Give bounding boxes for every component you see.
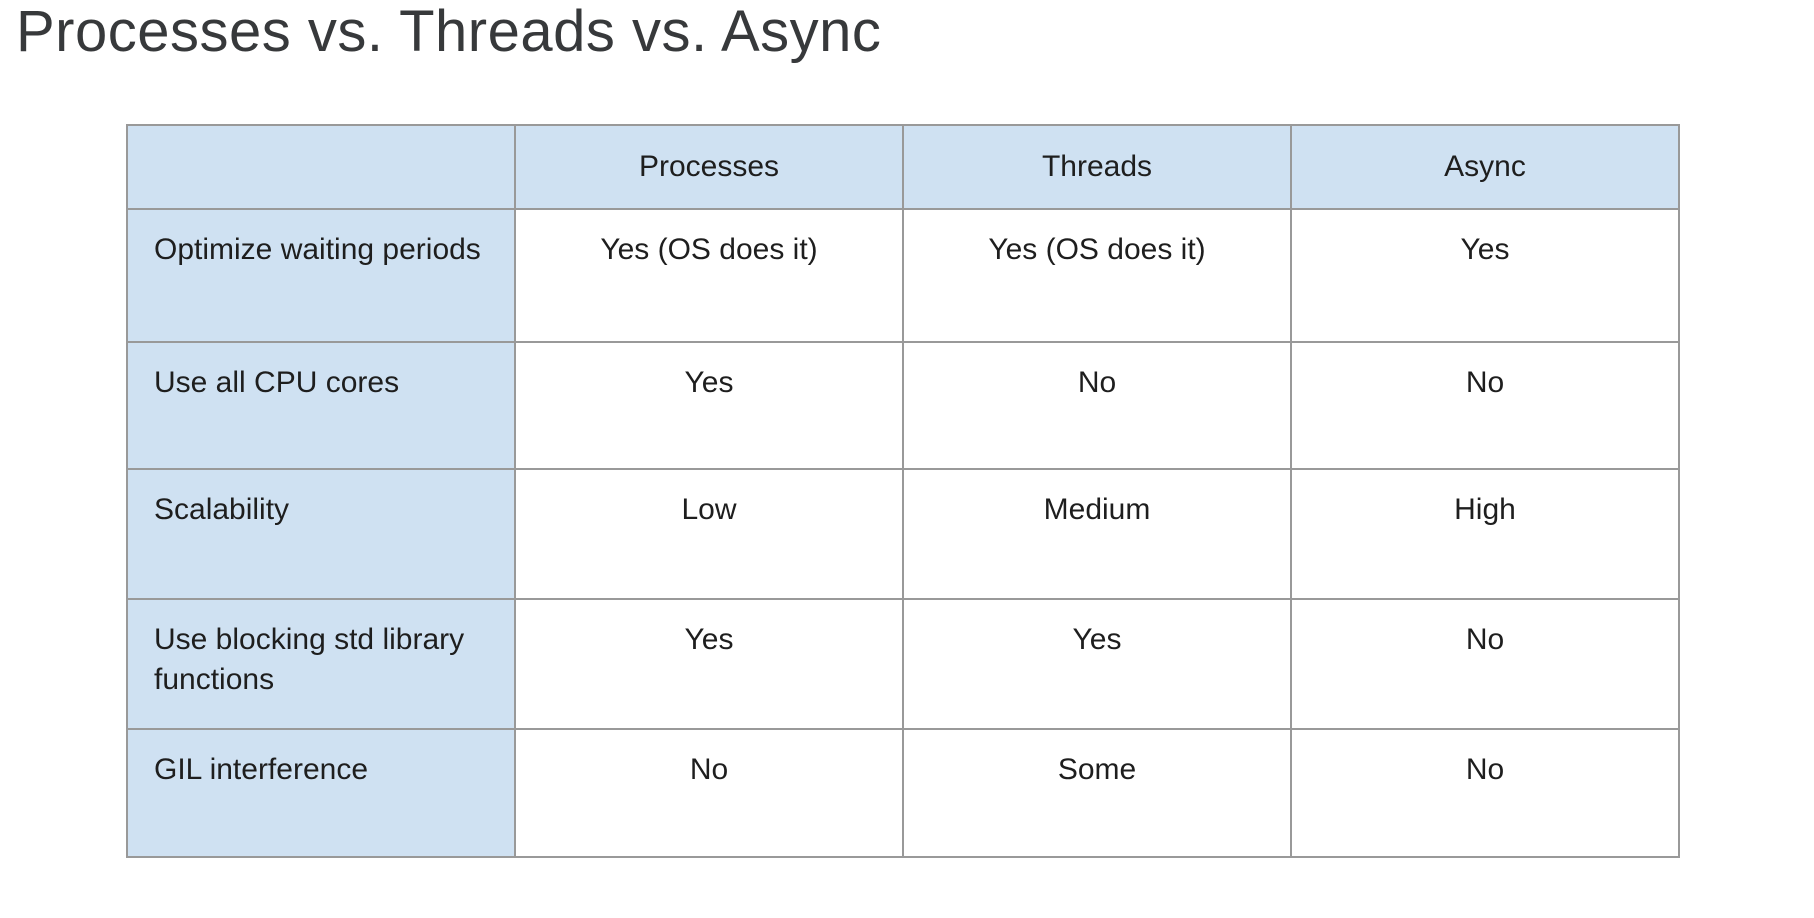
cell-value: Yes (OS does it) bbox=[514, 208, 904, 343]
col-header-async: Async bbox=[1290, 124, 1680, 210]
row-label: Scalability bbox=[126, 468, 516, 600]
page-title: Processes vs. Threads vs. Async bbox=[16, 0, 882, 64]
row-label: GIL interference bbox=[126, 728, 516, 858]
row-label: Optimize waiting periods bbox=[126, 208, 516, 343]
col-header-processes: Processes bbox=[514, 124, 904, 210]
cell-value: No bbox=[902, 341, 1292, 470]
table-row: Use blocking std library functions Yes Y… bbox=[126, 598, 1680, 730]
corner-cell bbox=[126, 124, 516, 210]
table-row: Optimize waiting periods Yes (OS does it… bbox=[126, 208, 1680, 343]
table-row: Scalability Low Medium High bbox=[126, 468, 1680, 600]
cell-value: No bbox=[1290, 728, 1680, 858]
cell-value: No bbox=[1290, 341, 1680, 470]
cell-value: Yes bbox=[902, 598, 1292, 730]
comparison-table: Processes Threads Async Optimize waiting… bbox=[126, 124, 1680, 858]
cell-value: Some bbox=[902, 728, 1292, 858]
table-row: GIL interference No Some No bbox=[126, 728, 1680, 858]
cell-value: Yes (OS does it) bbox=[902, 208, 1292, 343]
cell-value: High bbox=[1290, 468, 1680, 600]
cell-value: No bbox=[1290, 598, 1680, 730]
row-label: Use blocking std library functions bbox=[126, 598, 516, 730]
header-row: Processes Threads Async bbox=[126, 124, 1680, 210]
cell-value: Low bbox=[514, 468, 904, 600]
cell-value: Yes bbox=[514, 341, 904, 470]
table-row: Use all CPU cores Yes No No bbox=[126, 341, 1680, 470]
cell-value: Yes bbox=[514, 598, 904, 730]
cell-value: Yes bbox=[1290, 208, 1680, 343]
cell-value: No bbox=[514, 728, 904, 858]
col-header-threads: Threads bbox=[902, 124, 1292, 210]
cell-value: Medium bbox=[902, 468, 1292, 600]
row-label: Use all CPU cores bbox=[126, 341, 516, 470]
